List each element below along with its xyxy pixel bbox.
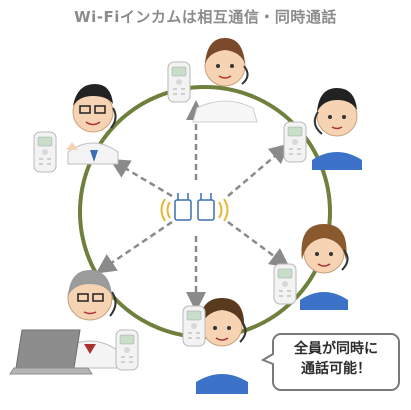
communication-arrows: [95, 100, 291, 312]
nurse-right-top: [312, 88, 362, 170]
wifi-router-icon: [160, 193, 229, 222]
intercom-device-icon: [283, 121, 307, 163]
arrow-upper-right: [227, 143, 290, 197]
laptop-icon: [9, 329, 93, 375]
callout-bubble: [260, 333, 400, 391]
arrow-upper-left: [109, 158, 173, 198]
nurse-top: [192, 38, 258, 123]
intercom-device-icon: [182, 305, 206, 347]
intercom-device-icon: [115, 329, 139, 371]
arrow-lower-right: [227, 220, 291, 268]
nurse-right-bottom: [300, 224, 349, 310]
callout-line-2: 通話可能！: [301, 361, 371, 377]
arrow-lower-left: [95, 220, 173, 274]
nurse-bottom: [196, 298, 248, 394]
callout-text: 全員が同時に 通話可能！: [276, 339, 396, 379]
page-title: Wi-Fiインカムは相互通信・同時通話: [74, 8, 337, 26]
intercom-device-icon: [33, 131, 57, 173]
callout-line-1: 全員が同時に: [294, 341, 378, 357]
doctor-top-left: [66, 84, 119, 165]
intercom-device-icon: [273, 263, 297, 305]
intercom-device-icon: [167, 61, 191, 103]
